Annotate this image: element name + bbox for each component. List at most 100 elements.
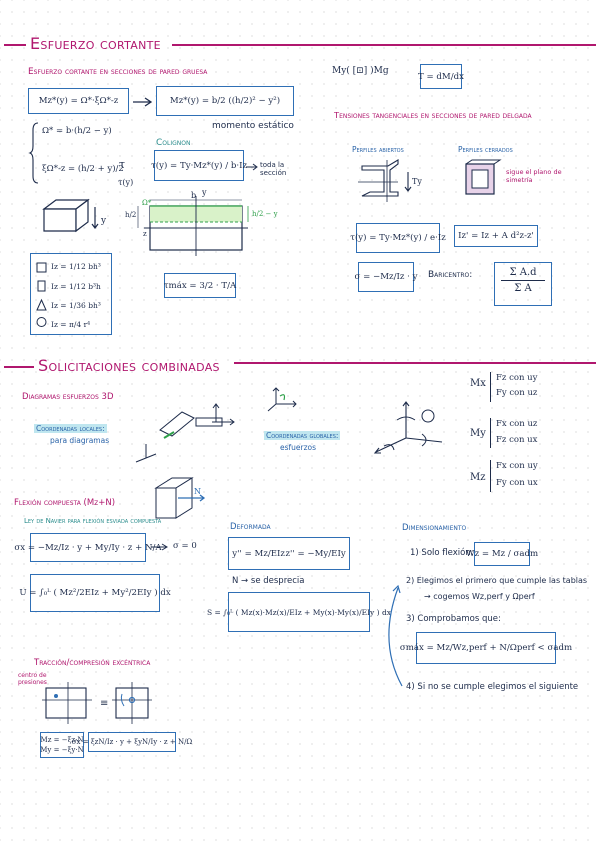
torsor-symbol: My( [⊡] )Mg bbox=[332, 66, 389, 76]
perfiles-abiertos-label: Perfiles abiertos bbox=[352, 145, 404, 154]
inertia-rect: Iz = 1/12 bh³ bbox=[51, 262, 101, 271]
deformada-eq-z: z'' = −My/EIy bbox=[285, 548, 346, 559]
moment-my-line1: Fx con uz bbox=[496, 419, 538, 429]
title-rule-left-2 bbox=[4, 366, 34, 368]
inertia-rect-2: Iz = 1/12 b³h bbox=[51, 282, 101, 291]
sigma-eq: σ = −Mz/Iz · y bbox=[354, 272, 418, 282]
navier-title: Ley de Navier para flexión esviada compu… bbox=[24, 517, 162, 525]
traccion-title: Tracción/compresión excéntrica bbox=[34, 658, 151, 668]
t-dm-eq: T = dM/dx bbox=[418, 71, 464, 82]
navier-eq: σx = −Mz/Iz · y + My/Iy · z + N/A bbox=[14, 542, 162, 553]
coord-globales: Coordenadas globales: bbox=[264, 431, 341, 440]
section-b-label: b bbox=[191, 191, 197, 200]
inertia-triangle: Iz = 1/36 bh³ bbox=[51, 301, 101, 310]
colignon-label: Colignon bbox=[156, 138, 191, 148]
centro-presiones-note: centro de presiones bbox=[18, 672, 47, 686]
eje-neutro: σ = 0 bbox=[173, 541, 197, 551]
esfuerzos-label: esfuerzos bbox=[280, 443, 317, 452]
moment-mz-line1: Fx con uy bbox=[496, 461, 538, 471]
svg-text:≡: ≡ bbox=[100, 698, 108, 709]
global-axes-icon bbox=[267, 387, 297, 412]
dim-step3: 3) Comprobamos que: bbox=[406, 614, 501, 624]
moment-mx-line2: Fy con uz bbox=[496, 388, 538, 398]
section-h2y-label: h/2 − y bbox=[252, 210, 278, 218]
section-h2-label: h/2 bbox=[125, 211, 137, 219]
static-moment-expanded-eq: Mz*(y) = b/2 ((h/2)² − y²) bbox=[169, 96, 281, 106]
omega-definition: Ω* = b·(h/2 − y) bbox=[42, 126, 112, 136]
svg-text:N: N bbox=[194, 487, 201, 496]
coord-locales-text: Coordenadas locales: bbox=[34, 424, 107, 433]
closed-profile-icon bbox=[465, 159, 502, 195]
open-profile-icon: Ty bbox=[358, 159, 422, 202]
svg-text:Ty: Ty bbox=[412, 177, 422, 186]
coord-locales: Coordenadas locales: bbox=[34, 424, 107, 433]
dim-step1: 1) Solo flexión: bbox=[410, 548, 474, 558]
momento-estatico-label: momento estático bbox=[212, 121, 294, 131]
beam-section-icon: N bbox=[154, 477, 206, 519]
baricentro-num: Σ A.d bbox=[501, 267, 545, 281]
dim-title: Dimensionamiento bbox=[402, 523, 467, 533]
thin-wall-title: Tensiones tangenciales en secciones de p… bbox=[334, 110, 532, 120]
arrow-icon bbox=[246, 163, 258, 171]
eccentric-mz: Mz = −ξz·N bbox=[40, 736, 84, 744]
moment-divider bbox=[490, 418, 491, 448]
moment-my-line2: Fz con ux bbox=[496, 435, 538, 445]
eccentric-sigma-box: σx = ξzN/Iz · y + ξyN/Iy · z + N/Ω bbox=[72, 732, 192, 752]
baricentro-box: Σ A.d Σ A bbox=[494, 262, 552, 306]
title-rule-right bbox=[172, 44, 596, 46]
inertia-circle: Iz = π/4 r⁴ bbox=[51, 320, 91, 329]
deformada-eq-y: y'' = Mz/EIz bbox=[232, 548, 285, 559]
energy-box: U = ∫₀ᴸ ( Mz²/2EIz + My²/2EIy ) dx bbox=[19, 574, 171, 612]
deformada-title: Deformada bbox=[230, 522, 271, 532]
static-moment-expanded-box: Mz*(y) = b/2 ((h/2)² − y²) bbox=[156, 86, 294, 116]
moment-mx-line1: Fz con uy bbox=[496, 373, 538, 383]
thin-tau-box: τ(y) = Ty·Mz*(y) / e·Iz bbox=[350, 223, 446, 253]
inertia-box bbox=[30, 253, 112, 335]
baricentro-label: Baricentro: bbox=[428, 270, 473, 280]
arrow-icon bbox=[151, 543, 168, 551]
deformada-box: y'' = Mz/EIz z'' = −My/EIy bbox=[228, 537, 350, 570]
steiner-box: Iz' = Iz + A d²z-z' bbox=[454, 225, 538, 247]
eccentric-sigma-eq: σx = ξzN/Iz · y + ξyN/Iy · z + N/Ω bbox=[71, 738, 193, 746]
block-3d-icon: y bbox=[42, 198, 107, 233]
sigma-box: σ = −Mz/Iz · y bbox=[355, 262, 417, 292]
deformada-integral-box: S = ∫₀ᴸ ( Mz(x)·Mz(x)/EIz + My(x)·My(x)/… bbox=[207, 592, 391, 632]
moment-mx: Mx bbox=[470, 378, 486, 389]
tau-max-eq: τmáx = 3/2 · T/A bbox=[163, 280, 237, 291]
section-title-esfuerzo-cortante: Esfuerzo cortante bbox=[30, 34, 161, 53]
flexion-title: Flexión compuesta (Mz+N) bbox=[14, 498, 116, 508]
moment-my: My bbox=[470, 428, 486, 439]
eccentric-my: My = −ξy·N bbox=[40, 746, 84, 754]
static-moment-eq: Mz*(y) = Ω*·ξΩ*-z bbox=[38, 96, 119, 106]
thin-tau-eq: τ(y) = Ty·Mz*(y) / e·Iz bbox=[350, 233, 446, 243]
dim-step1-eq: Wz = Mz / σadm bbox=[465, 549, 539, 559]
perfiles-cerrados-label: Perfiles cerrados bbox=[458, 145, 513, 154]
eccentric-moments-box: Mz = −ξz·N My = −ξy·N bbox=[40, 732, 84, 758]
dim-step1-box: Wz = Mz / σadm bbox=[466, 542, 538, 566]
rotation-axes-icon bbox=[373, 401, 443, 454]
loop-arrow-icon bbox=[388, 584, 403, 687]
coord-globales-text: Coordenadas globales: bbox=[264, 431, 341, 440]
xi-definition: ξΩ*-z = (h/2 + y)/2 bbox=[42, 164, 124, 174]
tau-label: τ(y) bbox=[118, 178, 134, 187]
shape-icons bbox=[36, 262, 47, 327]
dim-step2: 2) Elegimos el primero que cumple las ta… bbox=[406, 576, 588, 585]
section-y-label: y bbox=[202, 188, 207, 197]
dim-step3-box: σmáx = Mz/Wz,perf + N/Ωperf < σadm bbox=[400, 632, 572, 664]
tau-symbol: τ bbox=[119, 158, 126, 171]
para-diagramas: para diagramas bbox=[50, 436, 110, 445]
svg-text:y: y bbox=[100, 216, 107, 226]
colignon-box: τ(y) = Ty·Mz*(y) / b·Iz bbox=[151, 150, 247, 181]
arrow-icon bbox=[133, 97, 153, 107]
navier-box: σx = −Mz/Iz · y + My/Iy · z + N/A bbox=[14, 533, 162, 562]
moment-mz: Mz bbox=[470, 472, 486, 483]
static-moment-box: Mz*(y) = Ω*·ξΩ*-z bbox=[28, 88, 129, 114]
colignon-eq: τ(y) = Ty·Mz*(y) / b·Iz bbox=[151, 160, 247, 171]
sigue-plano-note: sigue el plano de simetría bbox=[506, 168, 562, 184]
steiner-eq: Iz' = Iz + A d²z-z' bbox=[458, 231, 534, 241]
local-coords-diagram bbox=[135, 403, 235, 463]
deformada-integral-eq: S = ∫₀ᴸ ( Mz(x)·Mz(x)/EIz + My(x)·My(x)/… bbox=[206, 607, 392, 617]
section-omega-label: Ω* bbox=[142, 199, 152, 207]
section-diagram bbox=[137, 196, 249, 256]
